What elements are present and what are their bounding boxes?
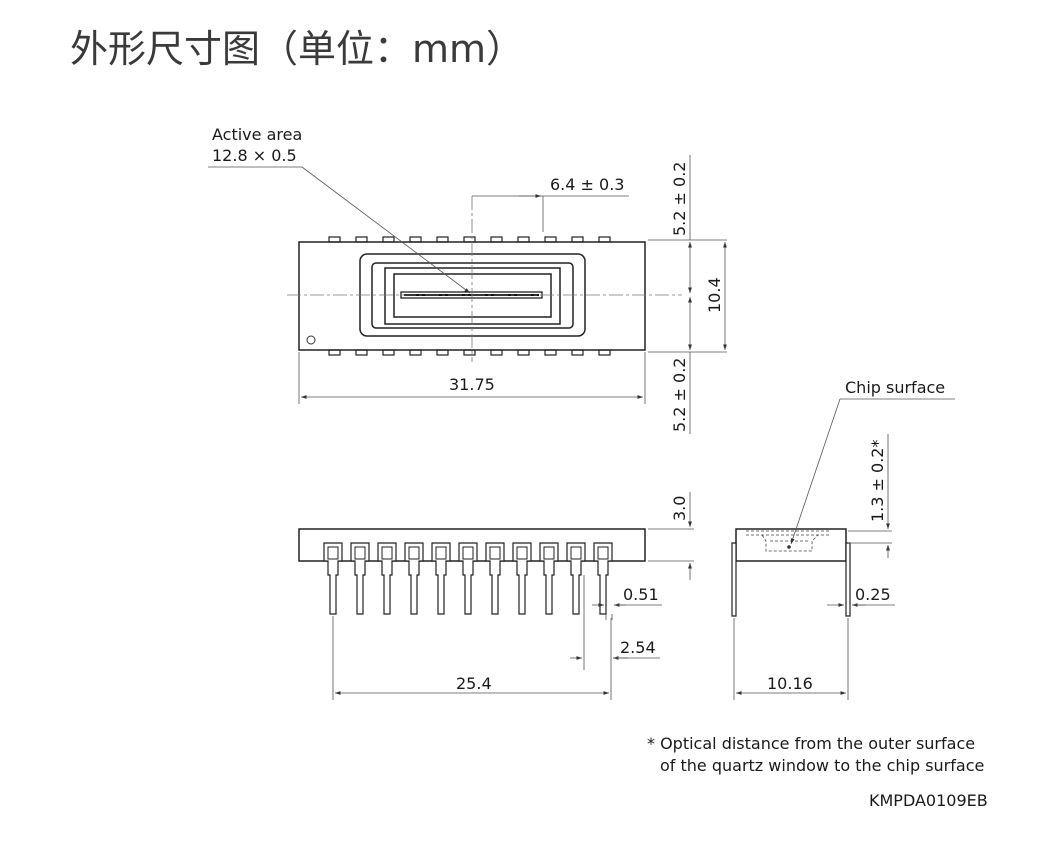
front-view: 3.0 0.51 2.54 25.4 bbox=[298, 492, 694, 700]
footnote-line2: of the quartz window to the chip surface bbox=[660, 756, 984, 775]
front-pins bbox=[323, 542, 613, 615]
dim-3-0-label: 3.0 bbox=[670, 496, 689, 521]
window-inner-frame bbox=[384, 267, 561, 325]
dim-0-25-label: 0.25 bbox=[855, 585, 891, 604]
footnote-line1: * Optical distance from the outer surfac… bbox=[647, 734, 975, 753]
active-area-size: 12.8 × 0.5 bbox=[212, 146, 297, 165]
dim-6-4-label: 6.4 ± 0.3 bbox=[550, 175, 624, 194]
active-area-label: Active area bbox=[212, 125, 302, 144]
window-middle-frame bbox=[371, 262, 574, 329]
dim-25-4-label: 25.4 bbox=[456, 674, 492, 693]
dim-1-3-label: 1.3 ± 0.2* bbox=[868, 440, 887, 522]
top-view: Active area 12.8 × 0.5 6.4 ± 0.3 31.75 5… bbox=[208, 125, 727, 434]
page-title: 外形尺寸图（单位：mm） bbox=[70, 27, 524, 71]
chip-frame bbox=[393, 273, 552, 318]
dim-5-2-bottom-label: 5.2 ± 0.2 bbox=[670, 358, 689, 432]
dim-31-75-label: 31.75 bbox=[449, 375, 495, 394]
dim-10-16-label: 10.16 bbox=[767, 674, 813, 693]
document-code: KMPDA0109EB bbox=[869, 791, 988, 810]
dim-0-51-label: 0.51 bbox=[623, 585, 659, 604]
chip-surface-label: Chip surface bbox=[845, 378, 945, 397]
dim-10-4-label: 10.4 bbox=[705, 277, 724, 313]
pin1-marker bbox=[306, 335, 316, 345]
dim-5-2-top-label: 5.2 ± 0.2 bbox=[670, 162, 689, 236]
end-body bbox=[735, 528, 847, 562]
top-pins bbox=[328, 236, 611, 243]
end-view: Chip surface 1.3 ± 0.2* 0.25 10.16 bbox=[731, 378, 955, 700]
dim-2-54-label: 2.54 bbox=[620, 638, 656, 657]
